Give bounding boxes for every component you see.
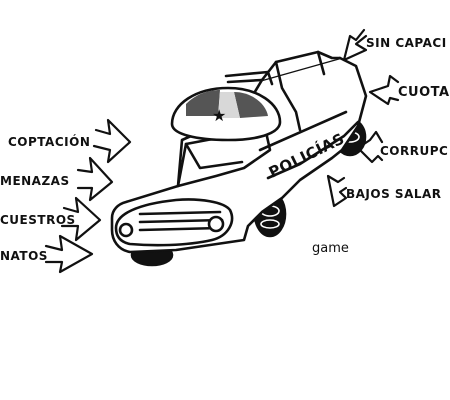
label-corrupc: CORRUPC [380, 144, 448, 158]
hand-drawn-arrow-icon [326, 28, 400, 208]
police-car [110, 50, 368, 267]
label-cuestros: CUESTROS [0, 213, 76, 227]
label-sin-capaci: SIN CAPACI [366, 36, 447, 50]
hand-drawn-arrow-icon [44, 118, 132, 274]
label-bajos-salar: BAJOS SALAR [346, 187, 442, 201]
signature: game [312, 241, 349, 256]
label-cuota: CUOTA [398, 85, 450, 100]
label-coptacion: COPTACIÓN [8, 134, 90, 149]
star-light-icon: ★ [212, 106, 226, 125]
label-natos: NATOS [0, 249, 48, 263]
label-menazas: MENAZAS [0, 174, 70, 188]
siren-light: ★ [170, 86, 282, 142]
